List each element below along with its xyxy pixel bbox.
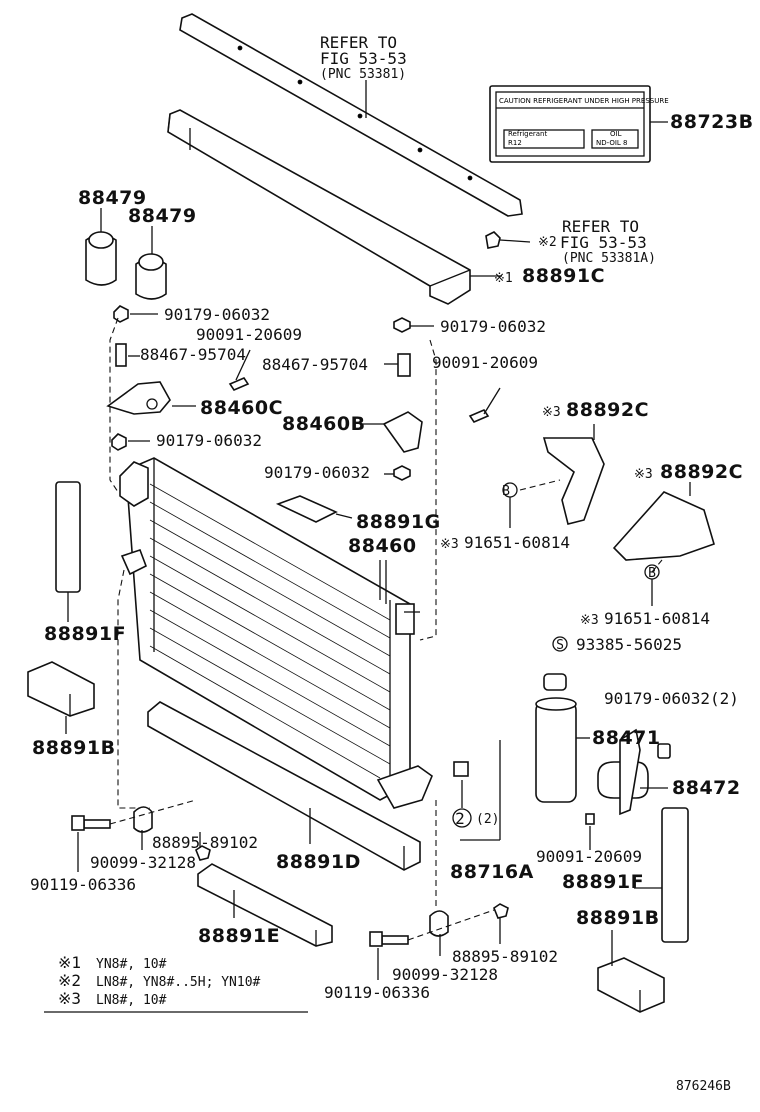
part-90179-5: 90179-06032(2) [604, 689, 739, 708]
upper-support-bracket [179, 13, 523, 217]
part-88891d: 88891D [276, 851, 361, 873]
discharge-pipe-88716a [452, 673, 567, 841]
part-88460c: 88460C [200, 397, 283, 419]
lower-right-fasteners [369, 800, 509, 980]
part-88891f-left: 88891F [44, 623, 126, 645]
part-88467-1: 88467-95704 [140, 345, 246, 364]
seal-88891d [147, 701, 421, 871]
refer1-line2: FIG 53-53 [320, 49, 407, 68]
part-91651-1: 91651-60814 [464, 533, 570, 552]
part-88895-2: 88895-89102 [452, 947, 558, 966]
refer2-line2: FIG 53-53 [560, 233, 647, 252]
part-90091-3: 90091-20609 [536, 847, 642, 866]
right-mount-hardware [362, 317, 501, 641]
part-88723b: 88723B [670, 111, 754, 133]
part-88895-1: 88895-89102 [152, 833, 258, 852]
part-88891b-left: 88891B [32, 737, 116, 759]
damper-88479 [85, 208, 167, 300]
part-90179-4: 90179-06032 [264, 463, 370, 482]
part-88892c-1: 88892C [566, 399, 649, 421]
mark-1: ※1 [494, 271, 513, 286]
part-90091-2: 90091-20609 [432, 353, 538, 372]
mark-3b: ※3 [634, 467, 653, 482]
seal-88891e [197, 863, 333, 947]
part-90179-3: 90179-06032 [440, 317, 546, 336]
part-90179-1: 90179-06032 [164, 305, 270, 324]
condenser-88460 [117, 457, 433, 809]
marker-s-1: S [556, 638, 564, 653]
part-88479-b: 88479 [128, 205, 197, 227]
marker-b-2: B [648, 566, 656, 581]
lower-left-fasteners [71, 799, 211, 872]
seal-88891b-left [27, 661, 95, 734]
part-88471: 88471 [592, 727, 661, 749]
refer2-line3: (PNC 53381A) [562, 251, 656, 266]
caution-refrigerant-value: R12 [508, 139, 522, 147]
part-88460: 88460 [348, 535, 417, 557]
left-mount-hardware [106, 305, 251, 493]
fastener-markers [502, 482, 660, 652]
bracket-88892c-1 [519, 424, 605, 525]
seal-88891g [275, 495, 353, 523]
part-88891b-right: 88891B [576, 907, 660, 929]
marker-b-1: B [502, 484, 510, 499]
legend-text-2: LN8#, YN8#..5H; YN10# [96, 975, 261, 990]
figure-code: 876246B [676, 1079, 731, 1094]
legend-text-3: LN8#, 10# [96, 993, 167, 1008]
seal-88891b-right [597, 930, 665, 1013]
part-90119-2: 90119-06336 [324, 983, 430, 1002]
caution-oil-value: ND-OIL 8 [596, 139, 628, 147]
caution-header: CAUTION REFRIGERANT UNDER HIGH PRESSURE [499, 97, 669, 105]
seal-88891f-left [55, 481, 81, 622]
part-90179-2: 90179-06032 [156, 431, 262, 450]
legend-mark-1: ※1 [58, 953, 81, 972]
part-88891f-right: 88891F [562, 871, 644, 893]
part-88891e: 88891E [198, 925, 280, 947]
legend-mark-2: ※2 [58, 971, 81, 990]
part-90099-1: 90099-32128 [90, 853, 196, 872]
seal-88891c [167, 109, 502, 305]
part-88460b: 88460B [282, 413, 366, 435]
marker-2-qty: (2) [476, 812, 499, 827]
part-90119-1: 90119-06336 [30, 875, 136, 894]
part-93385: 93385-56025 [576, 635, 682, 654]
part-88892c-2: 88892C [660, 461, 743, 483]
refer2-line1: REFER TO [562, 217, 639, 236]
refer1-line3: (PNC 53381) [320, 67, 406, 82]
part-88472: 88472 [672, 777, 741, 799]
legend-text-1: YN8#, 10# [96, 957, 167, 972]
marker-2: 2 [455, 809, 465, 828]
refer1-line1: REFER TO [320, 33, 397, 52]
bracket-88472 [585, 728, 671, 850]
part-91651-2: 91651-60814 [604, 609, 710, 628]
caution-label [489, 85, 668, 163]
leader-lines [385, 560, 420, 613]
part-88891g: 88891G [356, 511, 441, 533]
receiver-drier-88471 [535, 697, 590, 803]
part-88716a: 88716A [450, 861, 534, 883]
mark-3a: ※3 [542, 405, 561, 420]
caution-oil-title: OIL [610, 130, 622, 138]
part-90091-1: 90091-20609 [196, 325, 302, 344]
clip-refer-2 [485, 231, 531, 249]
legend-mark-3: ※3 [58, 989, 81, 1008]
bracket-88892c-2 [612, 482, 715, 573]
mark-3c: ※3 [440, 537, 459, 552]
part-90099-2: 90099-32128 [392, 965, 498, 984]
caution-refrigerant-title: Refrigerant [508, 130, 547, 138]
part-88479-a: 88479 [78, 187, 147, 209]
part-88891c: 88891C [522, 265, 605, 287]
mark-2: ※2 [538, 235, 557, 250]
part-88467-2: 88467-95704 [262, 355, 368, 374]
mark-3d: ※3 [580, 613, 599, 628]
seal-88891f-right [634, 807, 689, 943]
labels: REFER TO FIG 53-53 (PNC 53381) REFER TO … [30, 33, 754, 1094]
